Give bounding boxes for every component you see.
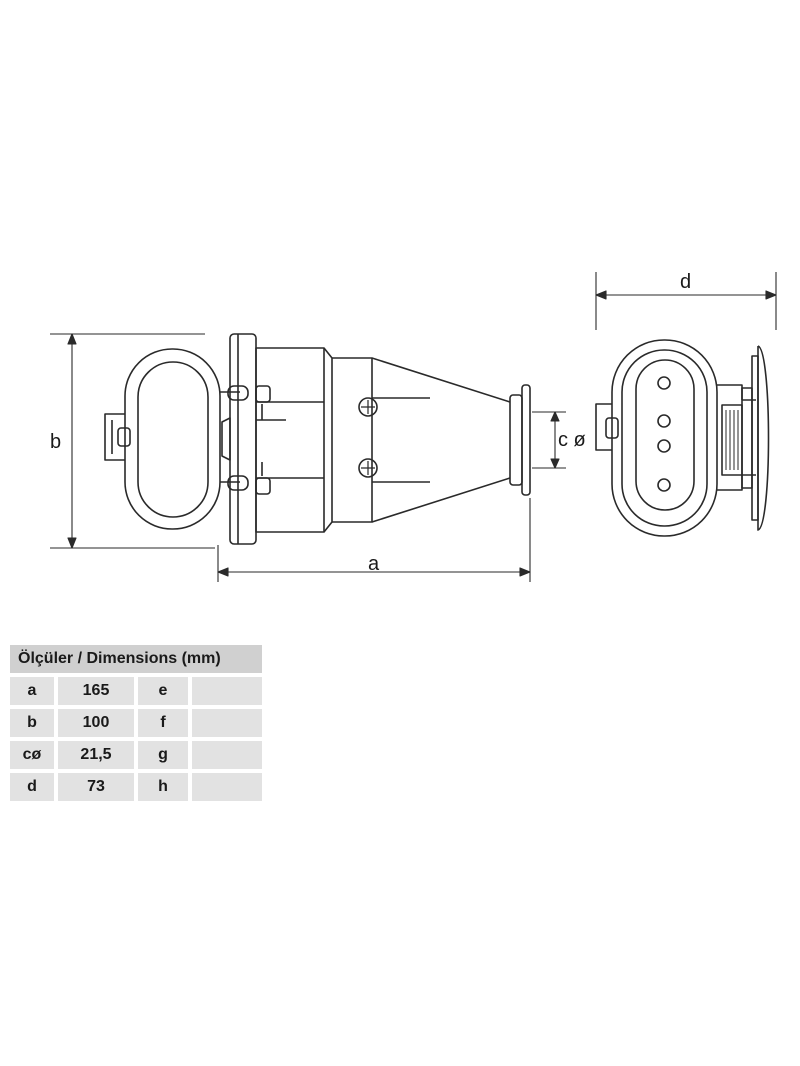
row-value: 100 <box>58 709 138 737</box>
row-value-2 <box>192 677 262 705</box>
row-label: cø <box>10 741 58 769</box>
dimension-lines <box>50 272 777 582</box>
dimension-label-c: c ø <box>558 429 586 451</box>
table-row: d 73 h <box>10 773 262 801</box>
row-value: 21,5 <box>58 741 138 769</box>
row-label: b <box>10 709 58 737</box>
row-label-2: g <box>138 741 192 769</box>
table-header: Ölçüler / Dimensions (mm) <box>10 645 262 673</box>
row-label-2: f <box>138 709 192 737</box>
table-row: a 165 e <box>10 677 262 705</box>
dimension-label-b: b <box>50 431 61 453</box>
dimension-label-d: d <box>680 271 691 293</box>
technical-drawing: b a c ø d <box>50 271 777 582</box>
row-label-2: e <box>138 677 192 705</box>
table-header-row: Ölçüler / Dimensions (mm) <box>10 645 262 673</box>
row-label-2: h <box>138 773 192 801</box>
dimensions-table: Ölçüler / Dimensions (mm) a 165 e b 100 … <box>10 641 262 805</box>
side-view-plug <box>104 333 531 545</box>
row-value-2 <box>192 773 262 801</box>
row-value-2 <box>192 709 262 737</box>
table-row: b 100 f <box>10 709 262 737</box>
table-row: cø 21,5 g <box>10 741 262 769</box>
row-value: 165 <box>58 677 138 705</box>
dimension-label-a: a <box>368 553 380 575</box>
row-value: 73 <box>58 773 138 801</box>
row-label: d <box>10 773 58 801</box>
row-value-2 <box>192 741 262 769</box>
front-view-plug <box>595 339 770 537</box>
row-label: a <box>10 677 58 705</box>
